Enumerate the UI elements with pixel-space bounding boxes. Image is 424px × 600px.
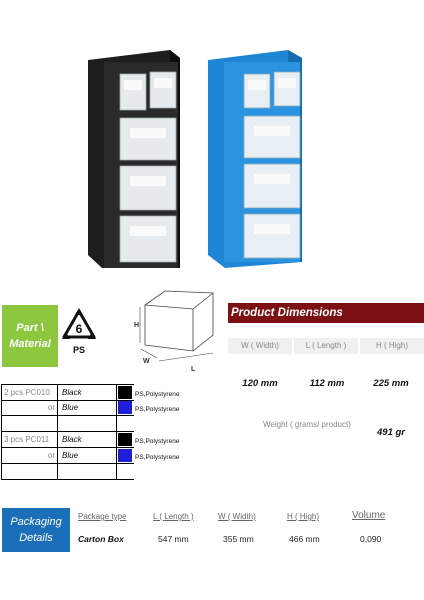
- part-code: or: [2, 448, 58, 463]
- part-material-line1: Part \: [16, 322, 44, 334]
- packaging-details-badge: Packaging Details: [2, 508, 70, 552]
- pk-header-length: L ( Length ): [153, 512, 194, 521]
- dim-header-length: L ( Length ): [294, 338, 358, 354]
- dim-value-height: 225 mm: [373, 378, 409, 389]
- parts-row: 3 pcs PC011 Black PS,Polystyrene: [1, 432, 179, 448]
- cube-label-l: L: [191, 366, 196, 373]
- dim-value-length: 112 mm: [309, 378, 345, 389]
- part-code: 3 pcs PC011: [2, 432, 58, 447]
- part-color: Blue: [59, 448, 117, 463]
- pk-header-volume: Volume: [352, 510, 386, 521]
- dimension-cube-diagram: H W L: [134, 290, 214, 373]
- pk-header-height: H ( High): [287, 512, 320, 521]
- part-code: 2 pcs PC010: [2, 385, 58, 400]
- blue-drawer-tower: [208, 50, 302, 268]
- recycle-number: 6: [76, 322, 83, 336]
- pk-value-type: Carton Box: [78, 534, 124, 544]
- part-material: PS,Polystyrene: [135, 438, 180, 445]
- parts-row-empty: [1, 416, 134, 432]
- parts-row: or Blue PS,Polystyrene: [1, 400, 179, 416]
- product-photo: [88, 50, 302, 268]
- black-drawer-tower: [88, 50, 180, 268]
- pk-value-width: 355 mm: [223, 534, 254, 544]
- part-material: PS,Polystyrene: [135, 454, 180, 461]
- pk-value-height: 466 mm: [289, 534, 320, 544]
- dim-header-width: W ( Width): [228, 338, 292, 354]
- packaging-line1: Packaging: [10, 516, 62, 528]
- product-dimensions-title: Product Dimensions: [228, 303, 424, 323]
- color-swatch-blue: [118, 401, 132, 414]
- dim-header-height: H ( High): [360, 338, 424, 354]
- packaging-line2: Details: [19, 532, 53, 544]
- part-color: Black: [59, 432, 117, 447]
- dim-value-width: 120 mm: [242, 378, 278, 389]
- recycle-ps-icon: 6 PS: [62, 308, 96, 355]
- color-swatch-blue: [118, 449, 132, 462]
- parts-row: or Blue PS,Polystyrene: [1, 448, 179, 464]
- color-swatch-black: [118, 386, 132, 399]
- part-code: or: [2, 400, 58, 415]
- weight-value: 491 gr: [377, 427, 405, 438]
- cube-label-h: H: [134, 322, 139, 329]
- recycle-code: PS: [73, 345, 85, 355]
- part-material: PS,Polystyrene: [135, 391, 180, 398]
- part-material: PS,Polystyrene: [135, 406, 180, 413]
- pk-header-type: Package type: [78, 512, 127, 521]
- part-material-badge: Part \ Material: [2, 305, 58, 367]
- pk-value-volume: 0,090: [360, 534, 382, 544]
- part-material-line2: Material: [9, 338, 51, 350]
- color-swatch-black: [118, 433, 132, 446]
- part-color: Blue: [59, 400, 117, 415]
- pk-value-length: 547 mm: [158, 534, 189, 544]
- parts-row: 2 pcs PC010 Black PS,Polystyrene: [1, 384, 179, 401]
- part-color: Black: [59, 385, 117, 400]
- pk-header-width: W ( Width): [218, 512, 256, 521]
- cube-label-w: W: [143, 358, 150, 365]
- parts-row-empty: [1, 464, 134, 480]
- weight-label: Weight ( grams/ product): [263, 420, 351, 429]
